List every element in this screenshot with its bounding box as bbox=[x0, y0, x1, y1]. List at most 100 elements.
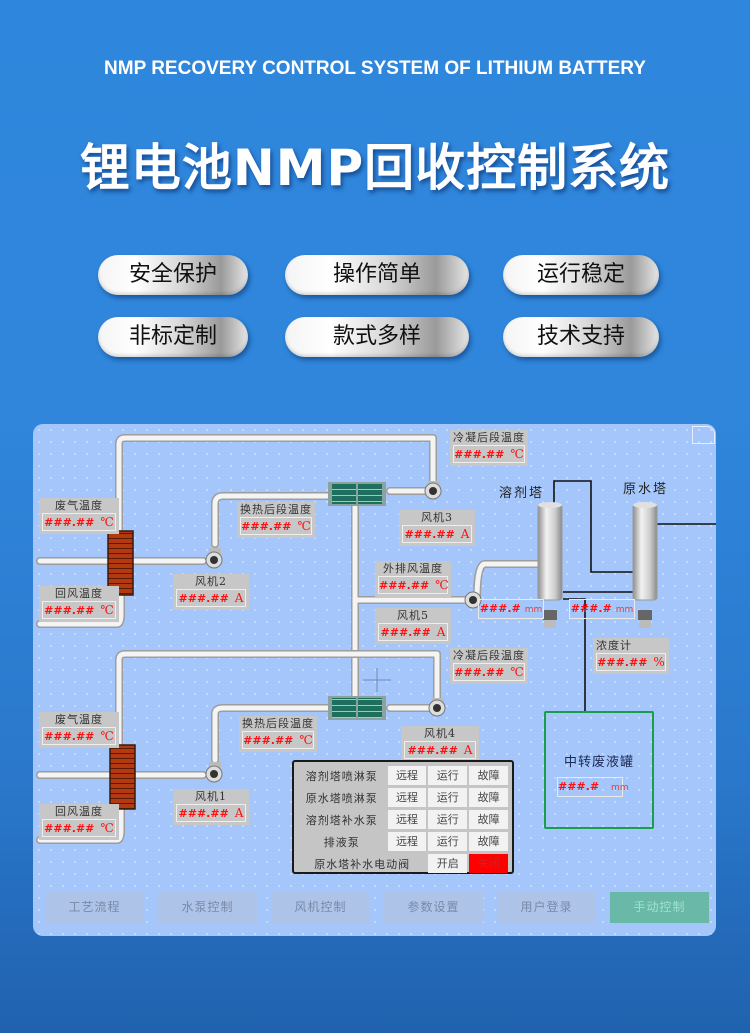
exhaust-temp-upper: 废气温度 ###.##℃ bbox=[39, 498, 119, 534]
fan4-current: 风机4 ###.##A bbox=[401, 726, 479, 762]
crosshair-icon bbox=[363, 668, 391, 692]
process-diagram bbox=[36, 434, 716, 844]
valve-close-button[interactable]: 关闭 bbox=[469, 854, 508, 873]
readout-label: 浓度计 bbox=[596, 639, 632, 652]
readout-label: 风机2 bbox=[195, 575, 227, 588]
readout-value: ###.##℃ bbox=[453, 663, 525, 681]
fan4-icon bbox=[428, 698, 446, 717]
fan1-current: 风机1 ###.##A bbox=[173, 789, 249, 825]
readout-label: 换热后段温度 bbox=[240, 503, 312, 516]
raw-water-tower-level: ###.#mm bbox=[569, 599, 635, 619]
tank-level: ###.#mm bbox=[557, 777, 629, 797]
remote-indicator[interactable]: 远程 bbox=[387, 832, 427, 851]
readout-value: ###.##℃ bbox=[453, 445, 525, 463]
cond-after-temp-lower: 冷凝后段温度 ###.##℃ bbox=[450, 648, 528, 684]
feature-stable: 运行稳定 bbox=[503, 255, 659, 295]
concentration-meter: 浓度计 ###.##% bbox=[593, 638, 669, 674]
raw-water-tower bbox=[632, 502, 658, 601]
valve-open-button[interactable]: 开启 bbox=[428, 854, 468, 873]
return-temp-lower: 回风温度 ###.##℃ bbox=[39, 804, 119, 840]
fan2-current: 风机2 ###.##A bbox=[173, 574, 249, 610]
readout-value: ###.##A bbox=[402, 525, 472, 543]
readout-label: 回风温度 bbox=[55, 587, 103, 600]
row-label: 原水塔喷淋泵 bbox=[305, 791, 378, 805]
fan2-icon bbox=[205, 548, 223, 569]
transfer-waste-tank: 中转废液罐 ###.#mm bbox=[544, 711, 654, 829]
readout-label: 风机3 bbox=[421, 511, 453, 524]
page-title: 锂电池NMP回收控制系统 bbox=[79, 139, 671, 197]
solvent-tower-level: ###.#mm bbox=[478, 599, 544, 619]
hx-after-temp-upper: 换热后段温度 ###.##℃ bbox=[237, 502, 315, 538]
nav-pump-control[interactable]: 水泵控制 bbox=[158, 892, 257, 923]
control-row-solvent-spray-pump: 溶剂塔喷淋泵 远程 运行 故障 bbox=[298, 765, 509, 786]
solvent-tower-label: 溶剂塔 bbox=[499, 486, 545, 501]
fault-indicator[interactable]: 故障 bbox=[469, 788, 509, 807]
tank-label: 中转废液罐 bbox=[563, 755, 634, 770]
fault-indicator[interactable]: 故障 bbox=[469, 810, 509, 829]
control-row-makeup-valve: 原水塔补水电动阀 开启 关闭 bbox=[298, 853, 508, 874]
heat-exchanger-lower bbox=[328, 696, 386, 720]
heater-upper bbox=[107, 530, 134, 596]
run-indicator[interactable]: 运行 bbox=[428, 810, 468, 829]
readout-value: ###.##% bbox=[596, 653, 666, 671]
nav-user-login[interactable]: 用户登录 bbox=[497, 892, 596, 923]
hx-after-temp-lower: 换热后段温度 ###.##℃ bbox=[239, 716, 317, 752]
row-label: 排液泵 bbox=[323, 835, 360, 849]
solvent-tower bbox=[537, 502, 563, 601]
fan3-current: 风机3 ###.##A bbox=[399, 510, 475, 546]
readout-label: 风机4 bbox=[424, 727, 456, 740]
heat-exchanger-upper bbox=[328, 482, 386, 506]
readout-label: 冷凝后段温度 bbox=[453, 649, 525, 662]
nav-fan-control[interactable]: 风机控制 bbox=[271, 892, 370, 923]
exhaust-temp-lower: 废气温度 ###.##℃ bbox=[39, 712, 119, 748]
fan5-icon bbox=[464, 591, 482, 609]
readout-label: 风机1 bbox=[195, 790, 227, 803]
fault-indicator[interactable]: 故障 bbox=[469, 832, 509, 851]
readout-value: ###.##℃ bbox=[42, 601, 116, 619]
readout-value: ###.##A bbox=[176, 804, 246, 822]
raw-water-tower-label: 原水塔 bbox=[623, 482, 669, 497]
remote-indicator[interactable]: 远程 bbox=[387, 810, 427, 829]
readout-label: 换热后段温度 bbox=[242, 717, 314, 730]
return-temp-upper: 回风温度 ###.##℃ bbox=[39, 586, 119, 622]
remote-indicator[interactable]: 远程 bbox=[387, 766, 427, 785]
solvent-pump-icon bbox=[543, 610, 557, 628]
readout-label: 外排风温度 bbox=[383, 562, 443, 575]
run-indicator[interactable]: 运行 bbox=[428, 788, 468, 807]
readout-label: 回风温度 bbox=[55, 805, 103, 818]
readout-label: 冷凝后段温度 bbox=[453, 431, 525, 444]
cond-after-temp-upper: 冷凝后段温度 ###.##℃ bbox=[450, 430, 528, 466]
control-row-raw-water-spray-pump: 原水塔喷淋泵 远程 运行 故障 bbox=[298, 787, 509, 808]
pump-control-table: 溶剂塔喷淋泵 远程 运行 故障 原水塔喷淋泵 远程 运行 故障 溶剂塔补水泵 远… bbox=[292, 760, 514, 874]
run-indicator[interactable]: 运行 bbox=[428, 832, 468, 851]
fault-indicator[interactable]: 故障 bbox=[469, 766, 509, 785]
readout-value: ###.##℃ bbox=[42, 727, 116, 745]
readout-label: 风机5 bbox=[397, 609, 429, 622]
readout-value: ###.##℃ bbox=[42, 819, 116, 837]
corner-frame bbox=[692, 426, 715, 444]
outlet-air-temp: 外排风温度 ###.##℃ bbox=[375, 561, 451, 597]
readout-value: ###.##℃ bbox=[378, 576, 449, 594]
raw-water-pump-icon bbox=[638, 610, 652, 628]
nav-manual-control[interactable]: 手动控制 bbox=[610, 892, 709, 923]
nav-parameter-settings[interactable]: 参数设置 bbox=[384, 892, 483, 923]
readout-value: ###.##A bbox=[378, 623, 448, 641]
row-label: 溶剂塔补水泵 bbox=[305, 813, 378, 827]
heater-lower bbox=[109, 744, 136, 810]
run-indicator[interactable]: 运行 bbox=[428, 766, 468, 785]
feature-support: 技术支持 bbox=[503, 317, 659, 357]
readout-value: ###.##A bbox=[176, 589, 246, 607]
readout-value: ###.##℃ bbox=[242, 731, 314, 749]
readout-value: ###.##℃ bbox=[240, 517, 312, 535]
fan1-icon bbox=[205, 762, 223, 783]
readout-label: 废气温度 bbox=[55, 499, 103, 512]
row-label: 原水塔补水电动阀 bbox=[314, 857, 411, 871]
readout-value: ###.##℃ bbox=[42, 513, 116, 531]
feature-simple-operation: 操作简单 bbox=[285, 255, 469, 295]
control-row-solvent-makeup-pump: 溶剂塔补水泵 远程 运行 故障 bbox=[298, 809, 509, 830]
hmi-nav-bar: 工艺流程 水泵控制 风机控制 参数设置 用户登录 手动控制 bbox=[45, 892, 709, 924]
control-row-drain-pump: 排液泵 远程 运行 故障 bbox=[298, 831, 509, 852]
remote-indicator[interactable]: 远程 bbox=[387, 788, 427, 807]
readout-value: ###.##A bbox=[404, 741, 476, 759]
nav-process-flow[interactable]: 工艺流程 bbox=[45, 892, 144, 923]
